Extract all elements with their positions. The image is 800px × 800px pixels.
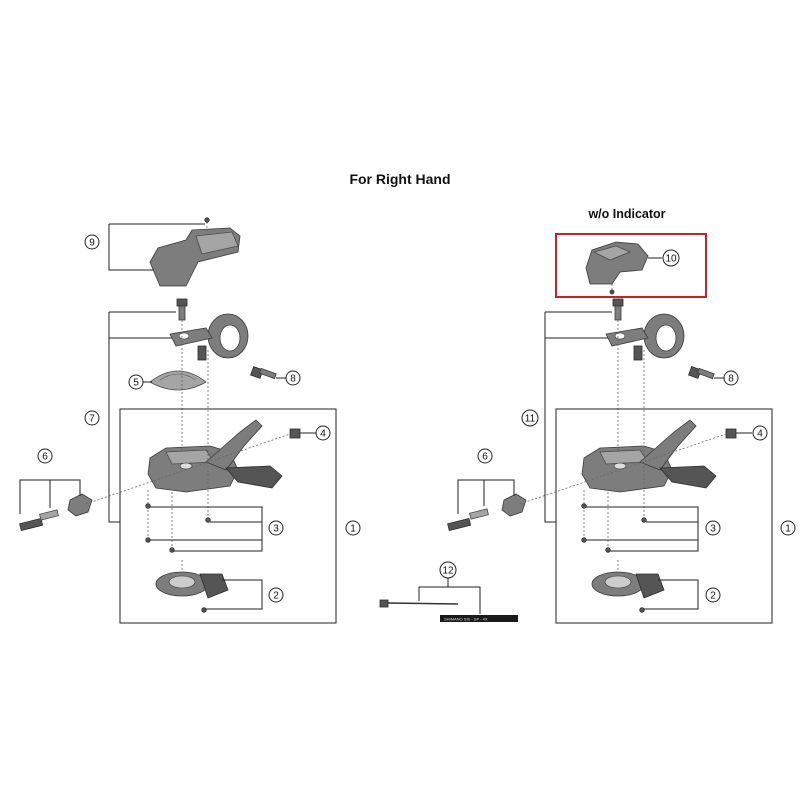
assembly-lines bbox=[519, 320, 727, 572]
clamp-bolt-part bbox=[250, 366, 277, 380]
variant-label: w/o Indicator bbox=[587, 207, 665, 221]
highlight-box bbox=[555, 233, 707, 298]
svg-text:9: 9 bbox=[89, 238, 95, 249]
cable-adjuster-part bbox=[447, 493, 527, 532]
callout-2-right: 2 bbox=[705, 587, 721, 603]
cover-bolt-part bbox=[612, 298, 624, 321]
clamp-bolt-part bbox=[688, 366, 715, 380]
inner-cable-part: SHIMANO SIS - SP - 4X bbox=[379, 577, 518, 622]
callout-7: 7 bbox=[84, 410, 100, 426]
clamp-band-part bbox=[605, 313, 685, 361]
svg-text:6: 6 bbox=[482, 452, 488, 463]
inner-plate-part bbox=[591, 571, 665, 599]
callout-11: 11 bbox=[521, 409, 539, 427]
svg-text:1: 1 bbox=[785, 524, 791, 535]
callout-6-left: 6 bbox=[37, 448, 53, 464]
callout-12: 12 bbox=[439, 561, 457, 579]
svg-text:10: 10 bbox=[665, 254, 677, 265]
callout-4-right: 4 bbox=[752, 425, 768, 441]
callout-3-left: 3 bbox=[268, 520, 284, 536]
clamp-band-part bbox=[169, 313, 249, 361]
svg-text:3: 3 bbox=[710, 524, 716, 535]
svg-text:4: 4 bbox=[320, 429, 326, 440]
leader-lines bbox=[19, 223, 337, 624]
svg-text:1: 1 bbox=[350, 524, 356, 535]
callout-6-right: 6 bbox=[477, 448, 493, 464]
svg-text:7: 7 bbox=[89, 414, 95, 425]
svg-text:8: 8 bbox=[290, 374, 296, 385]
inner-plate-part bbox=[155, 571, 229, 599]
callout-badges: 9 8 5 7 4 6 3 1 2 10 8 11 4 6 3 1 2 12 bbox=[37, 234, 796, 603]
cable-adjuster-part bbox=[19, 493, 93, 532]
callout-1-right: 1 bbox=[780, 520, 796, 536]
svg-text:5: 5 bbox=[133, 378, 139, 389]
svg-text:2: 2 bbox=[710, 591, 716, 602]
svg-text:3: 3 bbox=[273, 524, 279, 535]
svg-text:4: 4 bbox=[757, 429, 763, 440]
callout-4-left: 4 bbox=[315, 425, 331, 441]
left-assembly bbox=[19, 217, 337, 624]
callout-9: 9 bbox=[84, 234, 100, 250]
washer-part bbox=[149, 370, 207, 391]
indicator-cover-part bbox=[149, 217, 241, 287]
callout-8-left: 8 bbox=[285, 370, 301, 386]
svg-text:12: 12 bbox=[442, 566, 454, 577]
callout-3-right: 3 bbox=[705, 520, 721, 536]
right-assembly bbox=[447, 233, 773, 624]
callout-1-left: 1 bbox=[345, 520, 361, 536]
cover-without-indicator-part bbox=[585, 241, 649, 295]
shifter-body-part bbox=[581, 419, 737, 493]
assembly-lines bbox=[85, 320, 291, 572]
cover-bolt-part bbox=[176, 298, 188, 321]
cable-print-text: SHIMANO SIS - SP - 4X bbox=[444, 617, 488, 622]
svg-text:6: 6 bbox=[42, 452, 48, 463]
diagram-title: For Right Hand bbox=[349, 171, 450, 187]
leader-lines bbox=[457, 257, 773, 624]
callout-10: 10 bbox=[662, 249, 680, 267]
svg-text:8: 8 bbox=[728, 374, 734, 385]
svg-text:2: 2 bbox=[273, 591, 279, 602]
callout-5: 5 bbox=[128, 374, 144, 390]
shifter-body-part bbox=[147, 419, 301, 493]
callout-2-left: 2 bbox=[268, 587, 284, 603]
callout-8-right: 8 bbox=[723, 370, 739, 386]
svg-text:11: 11 bbox=[525, 414, 536, 425]
